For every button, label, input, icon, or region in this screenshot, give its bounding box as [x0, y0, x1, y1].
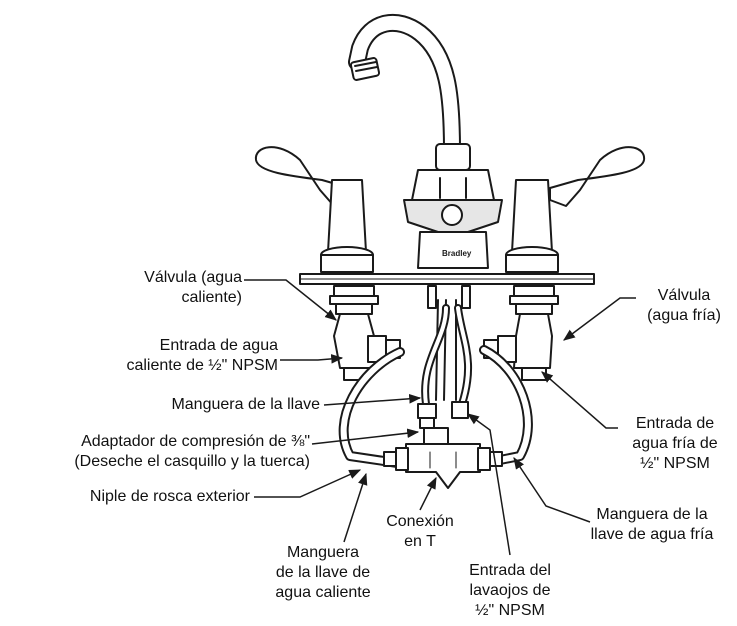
label-cold-valve-line2: (agua fría) [647, 307, 721, 324]
brand-mark: Bradley [442, 249, 472, 258]
label-eyewash-inlet-line1: Entrada del [469, 562, 551, 579]
label-tee: Conexión en T [370, 512, 470, 552]
label-cold-inlet-line1: Entrada de [635, 415, 715, 432]
leader-hot-hose [343, 472, 368, 543]
label-faucet-hose-line1: Manguera de la llave [171, 396, 320, 413]
leader-cold-valve [563, 297, 636, 341]
hot-handle [254, 146, 374, 273]
center-body [403, 143, 503, 269]
leader-cold-inlet [541, 371, 618, 429]
leader-cold-hose [513, 457, 591, 523]
supply-tubes [427, 285, 471, 401]
label-eyewash-inlet-line3: ½" NPSM [475, 602, 545, 619]
label-cold-inlet-line3: ½" NPSM [640, 455, 710, 472]
leader-male-nipple [254, 469, 362, 498]
label-cold-hose: Manguera de la llave de agua fría [572, 505, 732, 545]
label-compression-adapter-line1: Adaptador de compresión de ⅜" [81, 433, 310, 450]
spout [348, 13, 461, 159]
label-hot-hose-line1: Manguera [286, 544, 360, 561]
deck-plate [299, 273, 595, 285]
leader-tee [419, 476, 437, 511]
label-hot-inlet-line1: Entrada de agua [159, 337, 278, 354]
label-hot-inlet: Entrada de agua caliente de ½" NPSM [40, 336, 278, 376]
label-compression-adapter-line2: (Deseche el casquillo y la tuerca) [74, 453, 310, 470]
label-hot-hose-line3: agua caliente [275, 584, 371, 601]
faucet-hose [421, 304, 472, 408]
leader-hot-inlet [280, 354, 344, 364]
label-male-nipple-line1: Niple de rosca exterior [89, 488, 250, 505]
cold-hose [475, 345, 533, 469]
leader-lines [244, 279, 636, 556]
label-hot-valve-line1: Válvula (agua [144, 269, 242, 286]
label-tee-line2: en T [404, 533, 436, 550]
leader-faucet-hose [323, 393, 422, 406]
label-eyewash-inlet: Entrada del lavaojos de ½" NPSM [440, 561, 580, 621]
leader-eyewash-inlet [467, 413, 511, 556]
hot-valve [329, 285, 401, 381]
label-cold-hose-line2: llave de agua fría [590, 526, 714, 543]
leader-hot-valve [244, 279, 337, 321]
compression-adapter [417, 401, 469, 429]
tee-connection [383, 427, 503, 489]
label-compression-adapter: Adaptador de compresión de ⅜" (Deseche e… [6, 432, 310, 472]
label-cold-inlet-line2: agua fría de [632, 435, 718, 452]
label-hot-valve-line2: caliente) [181, 289, 242, 306]
label-cold-valve-line1: Válvula [657, 287, 711, 304]
leader-compression-adapter [311, 428, 420, 445]
label-tee-line1: Conexión [386, 513, 454, 530]
label-eyewash-inlet-line2: lavaojos de [469, 582, 551, 599]
label-cold-valve: Válvula (agua fría) [632, 286, 736, 326]
label-hot-valve: Válvula (agua caliente) [92, 268, 242, 308]
cold-handle [505, 146, 646, 273]
label-male-nipple: Niple de rosca exterior [30, 487, 250, 507]
label-hot-inlet-line2: caliente de ½" NPSM [126, 357, 278, 374]
label-faucet-hose: Manguera de la llave [112, 395, 320, 415]
hot-hose [338, 347, 409, 469]
label-hot-hose: Manguera de la llave de agua caliente [248, 543, 398, 603]
label-hot-hose-line2: de la llave de [275, 564, 371, 581]
label-cold-inlet: Entrada de agua fría de ½" NPSM [616, 414, 734, 474]
label-cold-hose-line1: Manguera de la [596, 506, 708, 523]
cold-valve [483, 285, 559, 381]
